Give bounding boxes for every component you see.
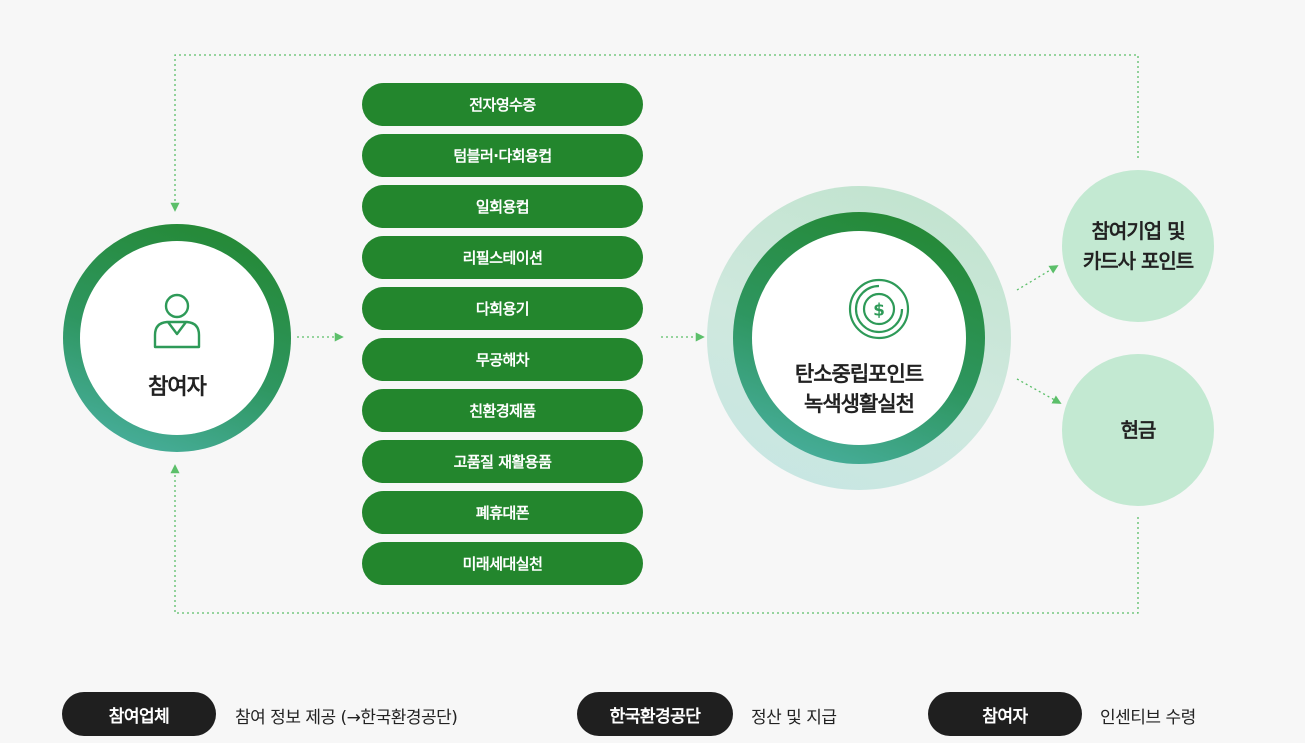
- carbon-point-ring: $ 탄소중립포인트 녹색생활실천: [733, 212, 985, 464]
- arrow-carbon-to-points: [1016, 265, 1059, 291]
- reward-cash-node: 현금: [1062, 354, 1214, 506]
- activity-pill: 폐휴대폰: [362, 491, 643, 534]
- activity-pill: 일회용컵: [362, 185, 643, 228]
- activity-pill: 다회용기: [362, 287, 643, 330]
- carbon-point-line1: 탄소중립포인트: [794, 362, 924, 386]
- activity-pill: 텀블러·다회용컵: [362, 134, 643, 177]
- carbon-point-node: $ 탄소중립포인트 녹색생활실천: [707, 186, 1011, 490]
- legend-badge-participant: 참여자: [928, 692, 1082, 736]
- activity-pill: 무공해차: [362, 338, 643, 381]
- carbon-point-inner: $ 탄소중립포인트 녹색생활실천: [752, 231, 966, 445]
- activity-pill: 리필스테이션: [362, 236, 643, 279]
- person-icon: [153, 293, 201, 349]
- dollar-coin-icon: $: [848, 278, 910, 340]
- legend-text-agency: 정산 및 지급: [751, 708, 837, 728]
- carbon-point-title: 탄소중립포인트 녹색생활실천: [752, 359, 966, 419]
- arrow-carbon-to-cash: [1016, 378, 1062, 404]
- legend-text-company: 참여 정보 제공 (→한국환경공단): [235, 708, 458, 728]
- activity-pill: 전자영수증: [362, 83, 643, 126]
- participant-node-inner: 참여자: [80, 241, 274, 435]
- legend-text-participant: 인센티브 수령: [1100, 708, 1196, 728]
- activity-pill: 친환경제품: [362, 389, 643, 432]
- activity-pill: 고품질 재활용품: [362, 440, 643, 483]
- legend-badge-company: 참여업체: [62, 692, 216, 736]
- feedback-line-top: [170, 54, 1139, 212]
- reward-points-node: 참여기업 및 카드사 포인트: [1062, 170, 1214, 322]
- feedback-line-bottom: [170, 464, 1139, 614]
- svg-text:$: $: [873, 301, 885, 321]
- participant-label: 참여자: [148, 375, 207, 400]
- reward-points-line1: 참여기업 및: [1091, 219, 1186, 243]
- reward-points-line2: 카드사 포인트: [1082, 249, 1194, 273]
- legend-badge-agency: 한국환경공단: [577, 692, 733, 736]
- carbon-point-line2: 녹색생활실천: [804, 392, 915, 416]
- participant-node: 참여자: [63, 224, 291, 452]
- reward-cash-label: 현금: [1120, 418, 1157, 442]
- activity-pill: 미래세대실천: [362, 542, 643, 585]
